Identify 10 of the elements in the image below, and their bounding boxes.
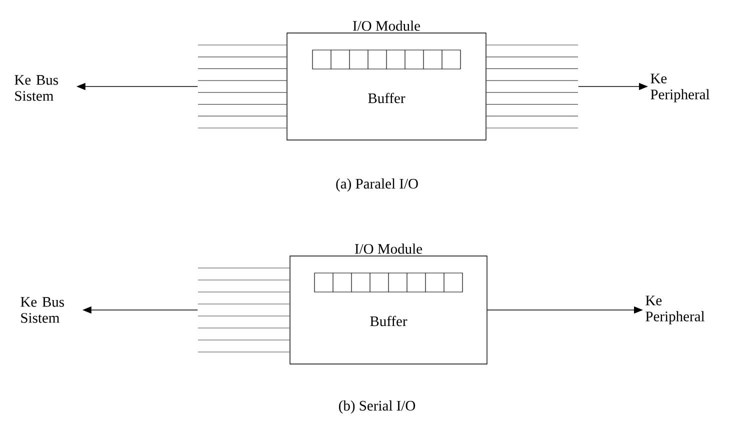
module-title: I/O Module [353, 20, 420, 31]
figure-caption: (a) Paralel I/O [336, 178, 418, 192]
destination-label: Ke Bus Sistem [14, 75, 58, 101]
module-title: I/O Module [355, 244, 422, 254]
buffer-label: Buffer [370, 316, 408, 326]
destination-label: Ke Peripheral [650, 74, 710, 102]
figure-caption: (b) Serial I/O [339, 400, 416, 414]
destination-label: Ke Peripheral [646, 296, 704, 324]
buffer-label: Buffer [368, 92, 406, 104]
destination-label: Ke Bus Sistem [20, 297, 64, 323]
